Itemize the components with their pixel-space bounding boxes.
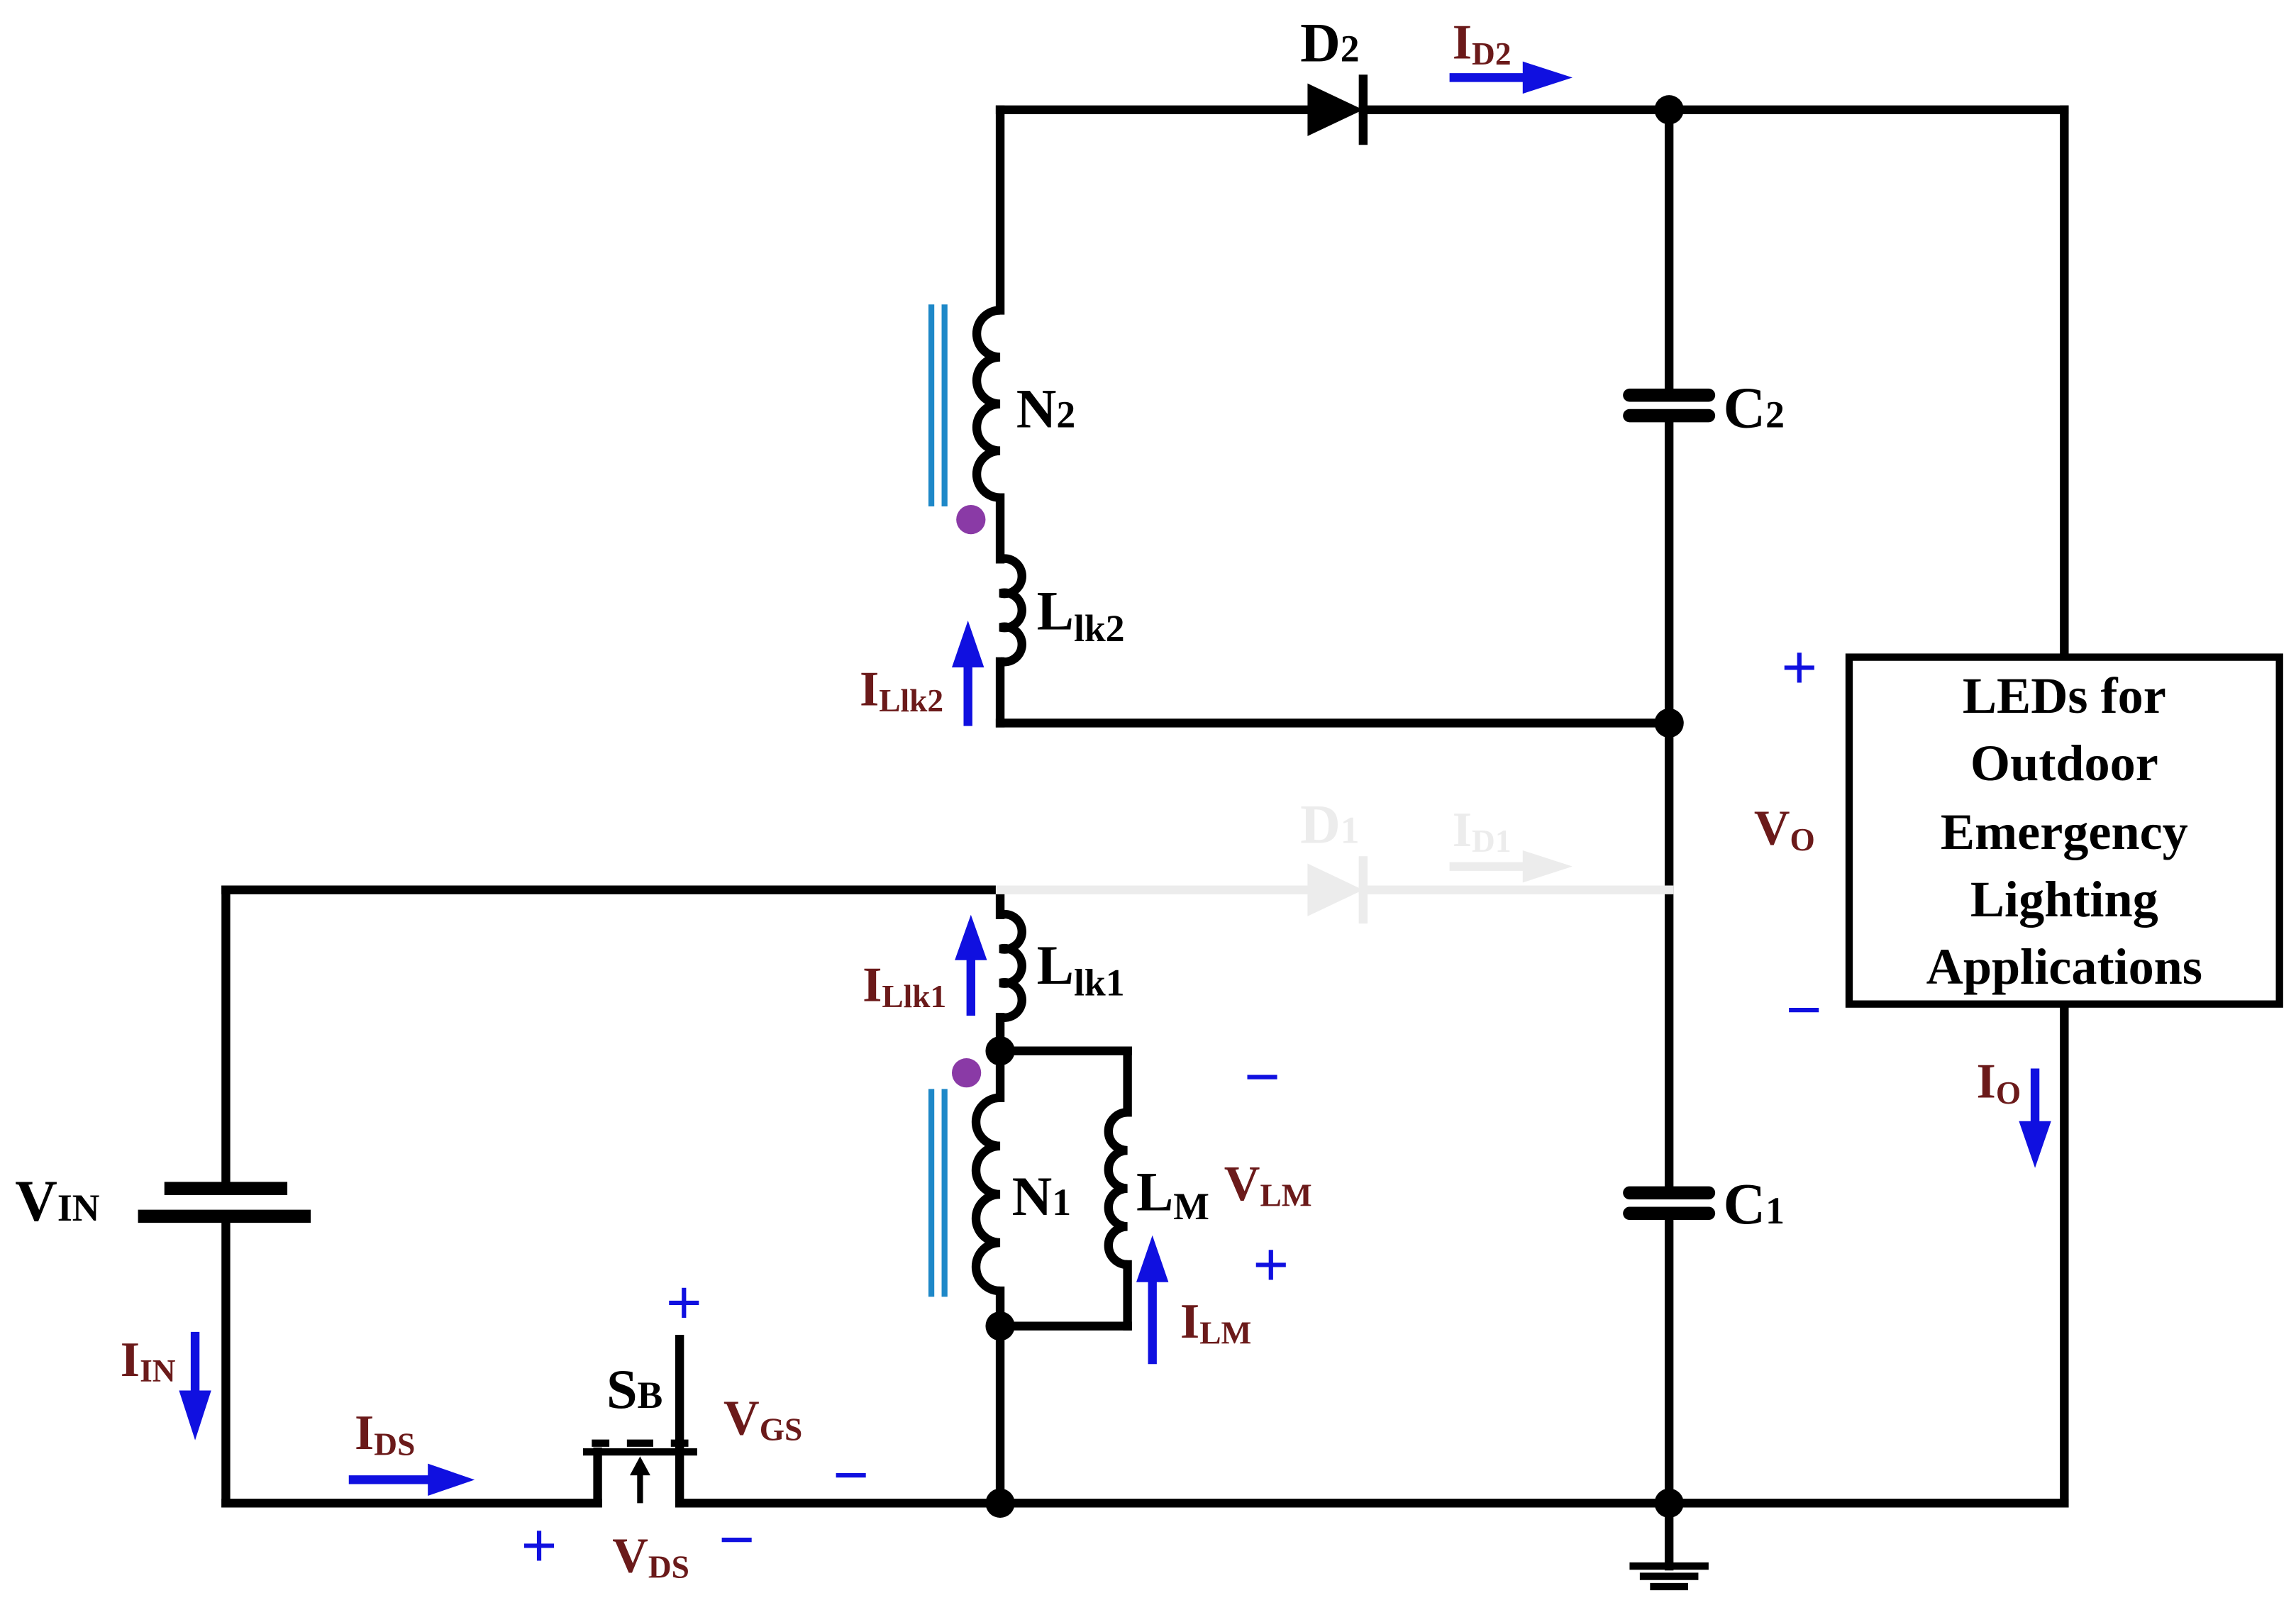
vlm-plus-sign: + (1253, 1231, 1290, 1299)
vgs-plus-sign: + (666, 1269, 702, 1337)
vgs-minus-sign: − (833, 1441, 869, 1509)
label-c2: C2 (1724, 375, 1785, 440)
winding-n1 (971, 1093, 1001, 1296)
capacitor-c1 (1623, 1186, 1716, 1221)
capacitor-c2 (1623, 388, 1716, 423)
vds-plus-sign: + (521, 1511, 558, 1580)
node-bottom-mid (985, 1488, 1015, 1518)
load-line-2: Outdoor (1970, 735, 2158, 792)
node-primary-bottom (985, 1311, 1015, 1341)
component-labels: D2 D1 N2 Llk2 Llk1 N1 LM C2 C1 VIN SB (15, 12, 1785, 1421)
inductor-lm (1104, 1108, 1128, 1270)
junction-nodes (985, 95, 1684, 1518)
mosfet-sb (582, 1335, 697, 1504)
label-d1: D1 (1300, 794, 1359, 855)
node-mid-right (1654, 708, 1684, 738)
label-ilm: ILM (1180, 1294, 1251, 1350)
load-line-3: Emergency (1941, 804, 2188, 860)
label-vds: VDS (612, 1528, 689, 1584)
inductor-llk1 (999, 909, 1026, 1022)
label-d2: D2 (1300, 12, 1359, 74)
node-bottom-right (1654, 1488, 1684, 1518)
label-id1: ID1 (1453, 802, 1512, 859)
node-primary-top (985, 1036, 1015, 1066)
label-io: IO (1977, 1054, 2022, 1111)
vlm-minus-sign: − (1244, 1043, 1280, 1111)
label-sb: SB (606, 1358, 662, 1420)
transformer-core-primary (928, 1089, 948, 1297)
label-c1: C1 (1724, 1171, 1785, 1236)
label-illk2: ILlk2 (860, 662, 943, 718)
load-line-1: LEDs for (1963, 667, 2166, 724)
label-vlm: VLM (1224, 1156, 1312, 1213)
load-line-5: Applications (1926, 938, 2202, 995)
vo-plus-sign: + (1782, 633, 1818, 701)
transformer-core-secondary (928, 304, 948, 507)
signal-labels: ID2 ID1 ILlk2 ILlk1 VLM ILM VO IO IIN ID… (121, 15, 2021, 1585)
load-line-4: Lighting (1970, 871, 2158, 928)
battery-vin (138, 1182, 311, 1223)
node-top-right (1654, 95, 1684, 125)
dot-marker-n2 (956, 504, 986, 535)
inactive-d1-path (995, 856, 1674, 924)
label-lm: LM (1136, 1161, 1209, 1228)
ground-symbol (1629, 1562, 1709, 1591)
led-load-box (1845, 653, 2283, 1008)
label-ids: IDS (355, 1405, 415, 1462)
wires (221, 105, 2069, 1571)
label-llk2: Llk2 (1037, 579, 1125, 650)
label-id2: ID2 (1453, 15, 1512, 72)
label-n2: N2 (1016, 378, 1075, 440)
label-llk1: Llk1 (1037, 934, 1125, 1004)
polarity-signs: + − − + + − + − (521, 633, 1822, 1580)
vds-minus-sign: − (719, 1506, 755, 1574)
label-illk1: ILlk1 (863, 957, 946, 1014)
diode-d2 (1307, 74, 1368, 145)
dot-marker-n1 (951, 1058, 982, 1088)
label-vo: VO (1754, 801, 1815, 857)
inductor-llk2 (999, 554, 1026, 667)
vo-minus-sign: − (1786, 976, 1822, 1044)
winding-n2 (972, 306, 1001, 502)
label-iin: IIN (121, 1332, 176, 1389)
led-load-label: LEDs for Outdoor Emergency Lighting Appl… (1926, 667, 2202, 995)
label-n1: N1 (1012, 1165, 1071, 1227)
current-arrows (179, 61, 2051, 1497)
label-vin: VIN (15, 1168, 99, 1233)
label-vgs: VGS (723, 1390, 802, 1447)
